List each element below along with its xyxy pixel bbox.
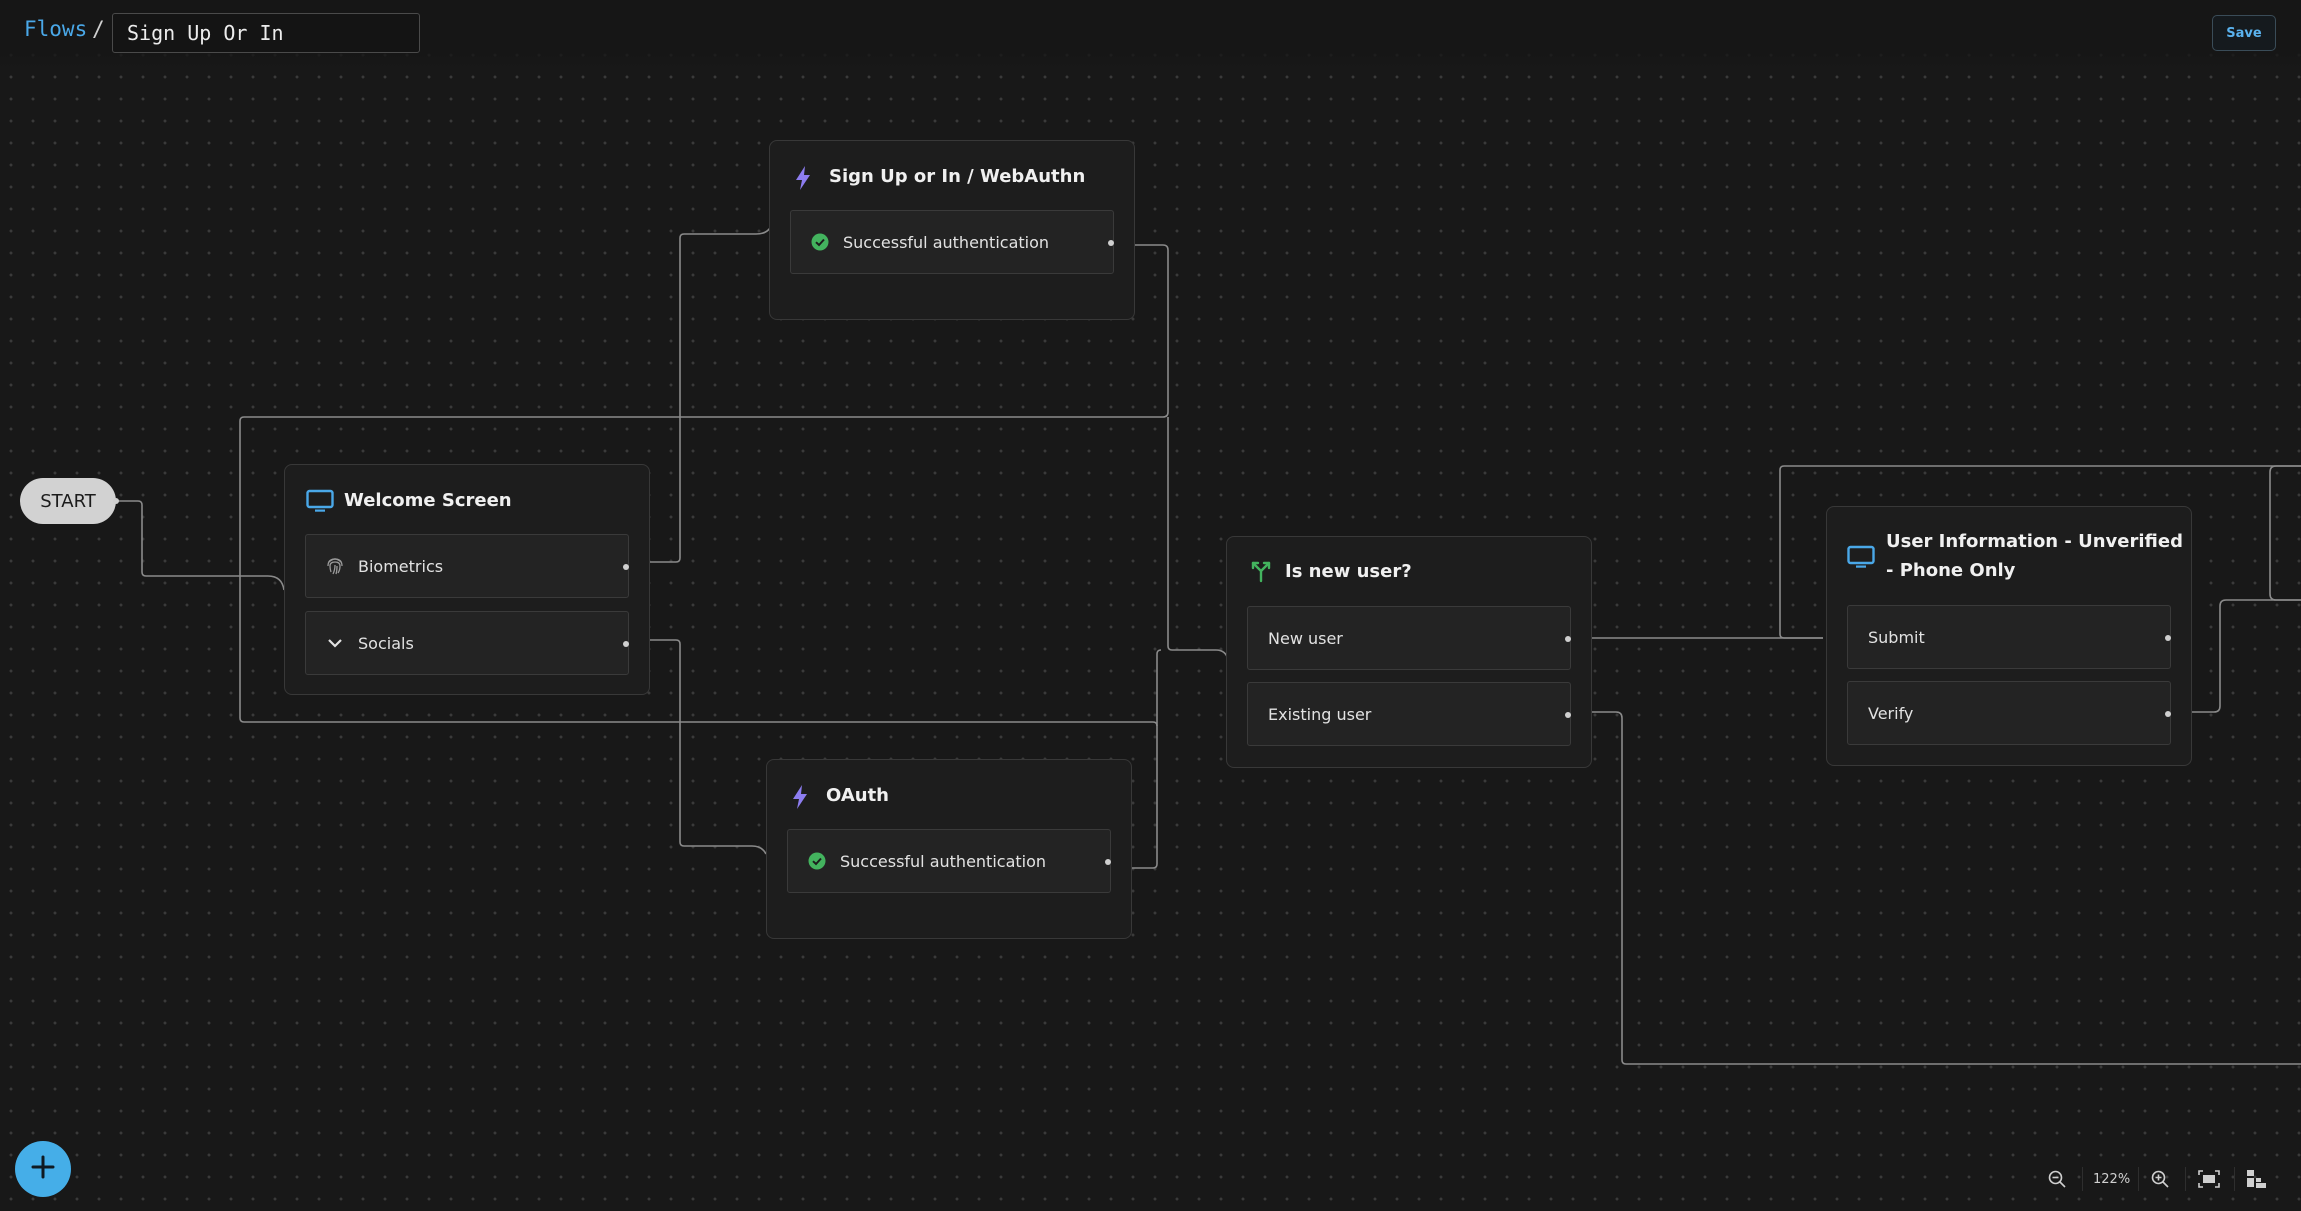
breadcrumb-flows-link[interactable]: Flows [24, 17, 88, 41]
check-circle-icon [808, 852, 826, 870]
node-title-line2: - Phone Only [1886, 560, 2016, 581]
output-verify[interactable]: Verify [1847, 681, 2171, 745]
edge-webauthn-isnew [1167, 417, 1229, 661]
toolbar-divider [2138, 1167, 2139, 1191]
output-handle[interactable] [1108, 240, 1114, 246]
monitor-icon [1847, 545, 1875, 573]
node-title: Welcome Screen [344, 490, 512, 511]
start-node[interactable]: START [20, 478, 119, 524]
edge-webauthn-success [239, 244, 1169, 869]
edge-right-loop [2269, 465, 2301, 601]
edge-userinfo-loop-top [1779, 465, 2301, 639]
edge-biometrics-webauthn [628, 227, 771, 563]
output-existing-user[interactable]: Existing user [1247, 682, 1571, 746]
output-handle[interactable] [623, 641, 629, 647]
node-is-new-user[interactable]: Is new user? New user Existing user [1226, 536, 1592, 768]
edge-oauth-isnew [1156, 649, 1162, 726]
output-label: Submit [1868, 627, 1925, 647]
plus-icon [30, 1154, 56, 1184]
breadcrumb-separator: / [92, 17, 105, 41]
output-label: Successful authentication [840, 851, 1047, 871]
lightning-icon [794, 165, 812, 195]
output-submit[interactable]: Submit [1847, 605, 2171, 669]
node-user-information[interactable]: User Information - Unverified - Phone On… [1826, 506, 2192, 766]
node-title-line1: User Information - Unverified [1886, 531, 2183, 552]
output-handle[interactable] [2165, 711, 2171, 717]
node-title: Sign Up or In / WebAuthn [829, 166, 1086, 187]
zoom-out-button[interactable] [2047, 1167, 2067, 1191]
edge-socials-oauth [628, 639, 767, 855]
branch-icon [1249, 559, 1273, 587]
fingerprint-icon [326, 556, 344, 576]
zoom-level: 122% [2093, 1167, 2130, 1191]
output-new-user[interactable]: New user [1247, 606, 1571, 670]
zoom-in-button[interactable] [2150, 1167, 2170, 1191]
node-webauthn[interactable]: Sign Up or In / WebAuthn Successful auth… [769, 140, 1135, 320]
output-label: New user [1268, 628, 1343, 648]
save-button[interactable]: Save [2212, 15, 2276, 51]
output-label: Successful authentication [843, 232, 1050, 252]
node-oauth[interactable]: OAuth Successful authentication [766, 759, 1132, 939]
toolbar-divider [2082, 1167, 2083, 1191]
output-handle[interactable] [1105, 859, 1111, 865]
toolbar-divider [2185, 1167, 2186, 1191]
output-successful-authentication[interactable]: Successful authentication [790, 210, 1114, 274]
node-title: OAuth [826, 785, 889, 806]
output-biometrics[interactable]: Biometrics [305, 534, 629, 598]
toolbar-divider [2234, 1167, 2235, 1191]
output-label: Biometrics [358, 556, 444, 576]
fit-view-button[interactable] [2198, 1167, 2220, 1191]
chevron-down-icon [326, 637, 344, 649]
check-circle-icon [811, 233, 829, 251]
flow-name-input[interactable] [112, 13, 420, 53]
start-output-handle[interactable] [113, 498, 119, 504]
lightning-icon [791, 784, 809, 814]
node-title: Is new user? [1285, 561, 1412, 582]
auto-layout-button[interactable] [2246, 1167, 2268, 1191]
output-label: Socials [358, 633, 414, 653]
zoom-in-icon [2151, 1170, 2169, 1188]
monitor-icon [306, 489, 334, 517]
edge-existing-user [1572, 711, 2301, 1065]
output-handle[interactable] [2165, 635, 2171, 641]
edge-verify [2172, 599, 2301, 713]
fit-view-icon [2198, 1170, 2220, 1188]
output-successful-authentication[interactable]: Successful authentication [787, 829, 1111, 893]
output-handle[interactable] [1565, 712, 1571, 718]
output-handle[interactable] [1565, 636, 1571, 642]
output-label: Existing user [1268, 704, 1372, 724]
output-handle[interactable] [623, 564, 629, 570]
add-node-button[interactable] [15, 1141, 71, 1197]
start-label: START [40, 490, 96, 512]
edge-start-welcome [116, 500, 285, 591]
top-bar: Flows / Save [0, 0, 2301, 72]
zoom-level-text: 122% [2093, 1171, 2131, 1187]
auto-layout-icon [2247, 1170, 2266, 1188]
node-welcome-screen[interactable]: Welcome Screen Biometrics Socials [284, 464, 650, 695]
zoom-out-icon [2048, 1170, 2066, 1188]
output-label: Verify [1868, 703, 1914, 723]
output-socials[interactable]: Socials [305, 611, 629, 675]
